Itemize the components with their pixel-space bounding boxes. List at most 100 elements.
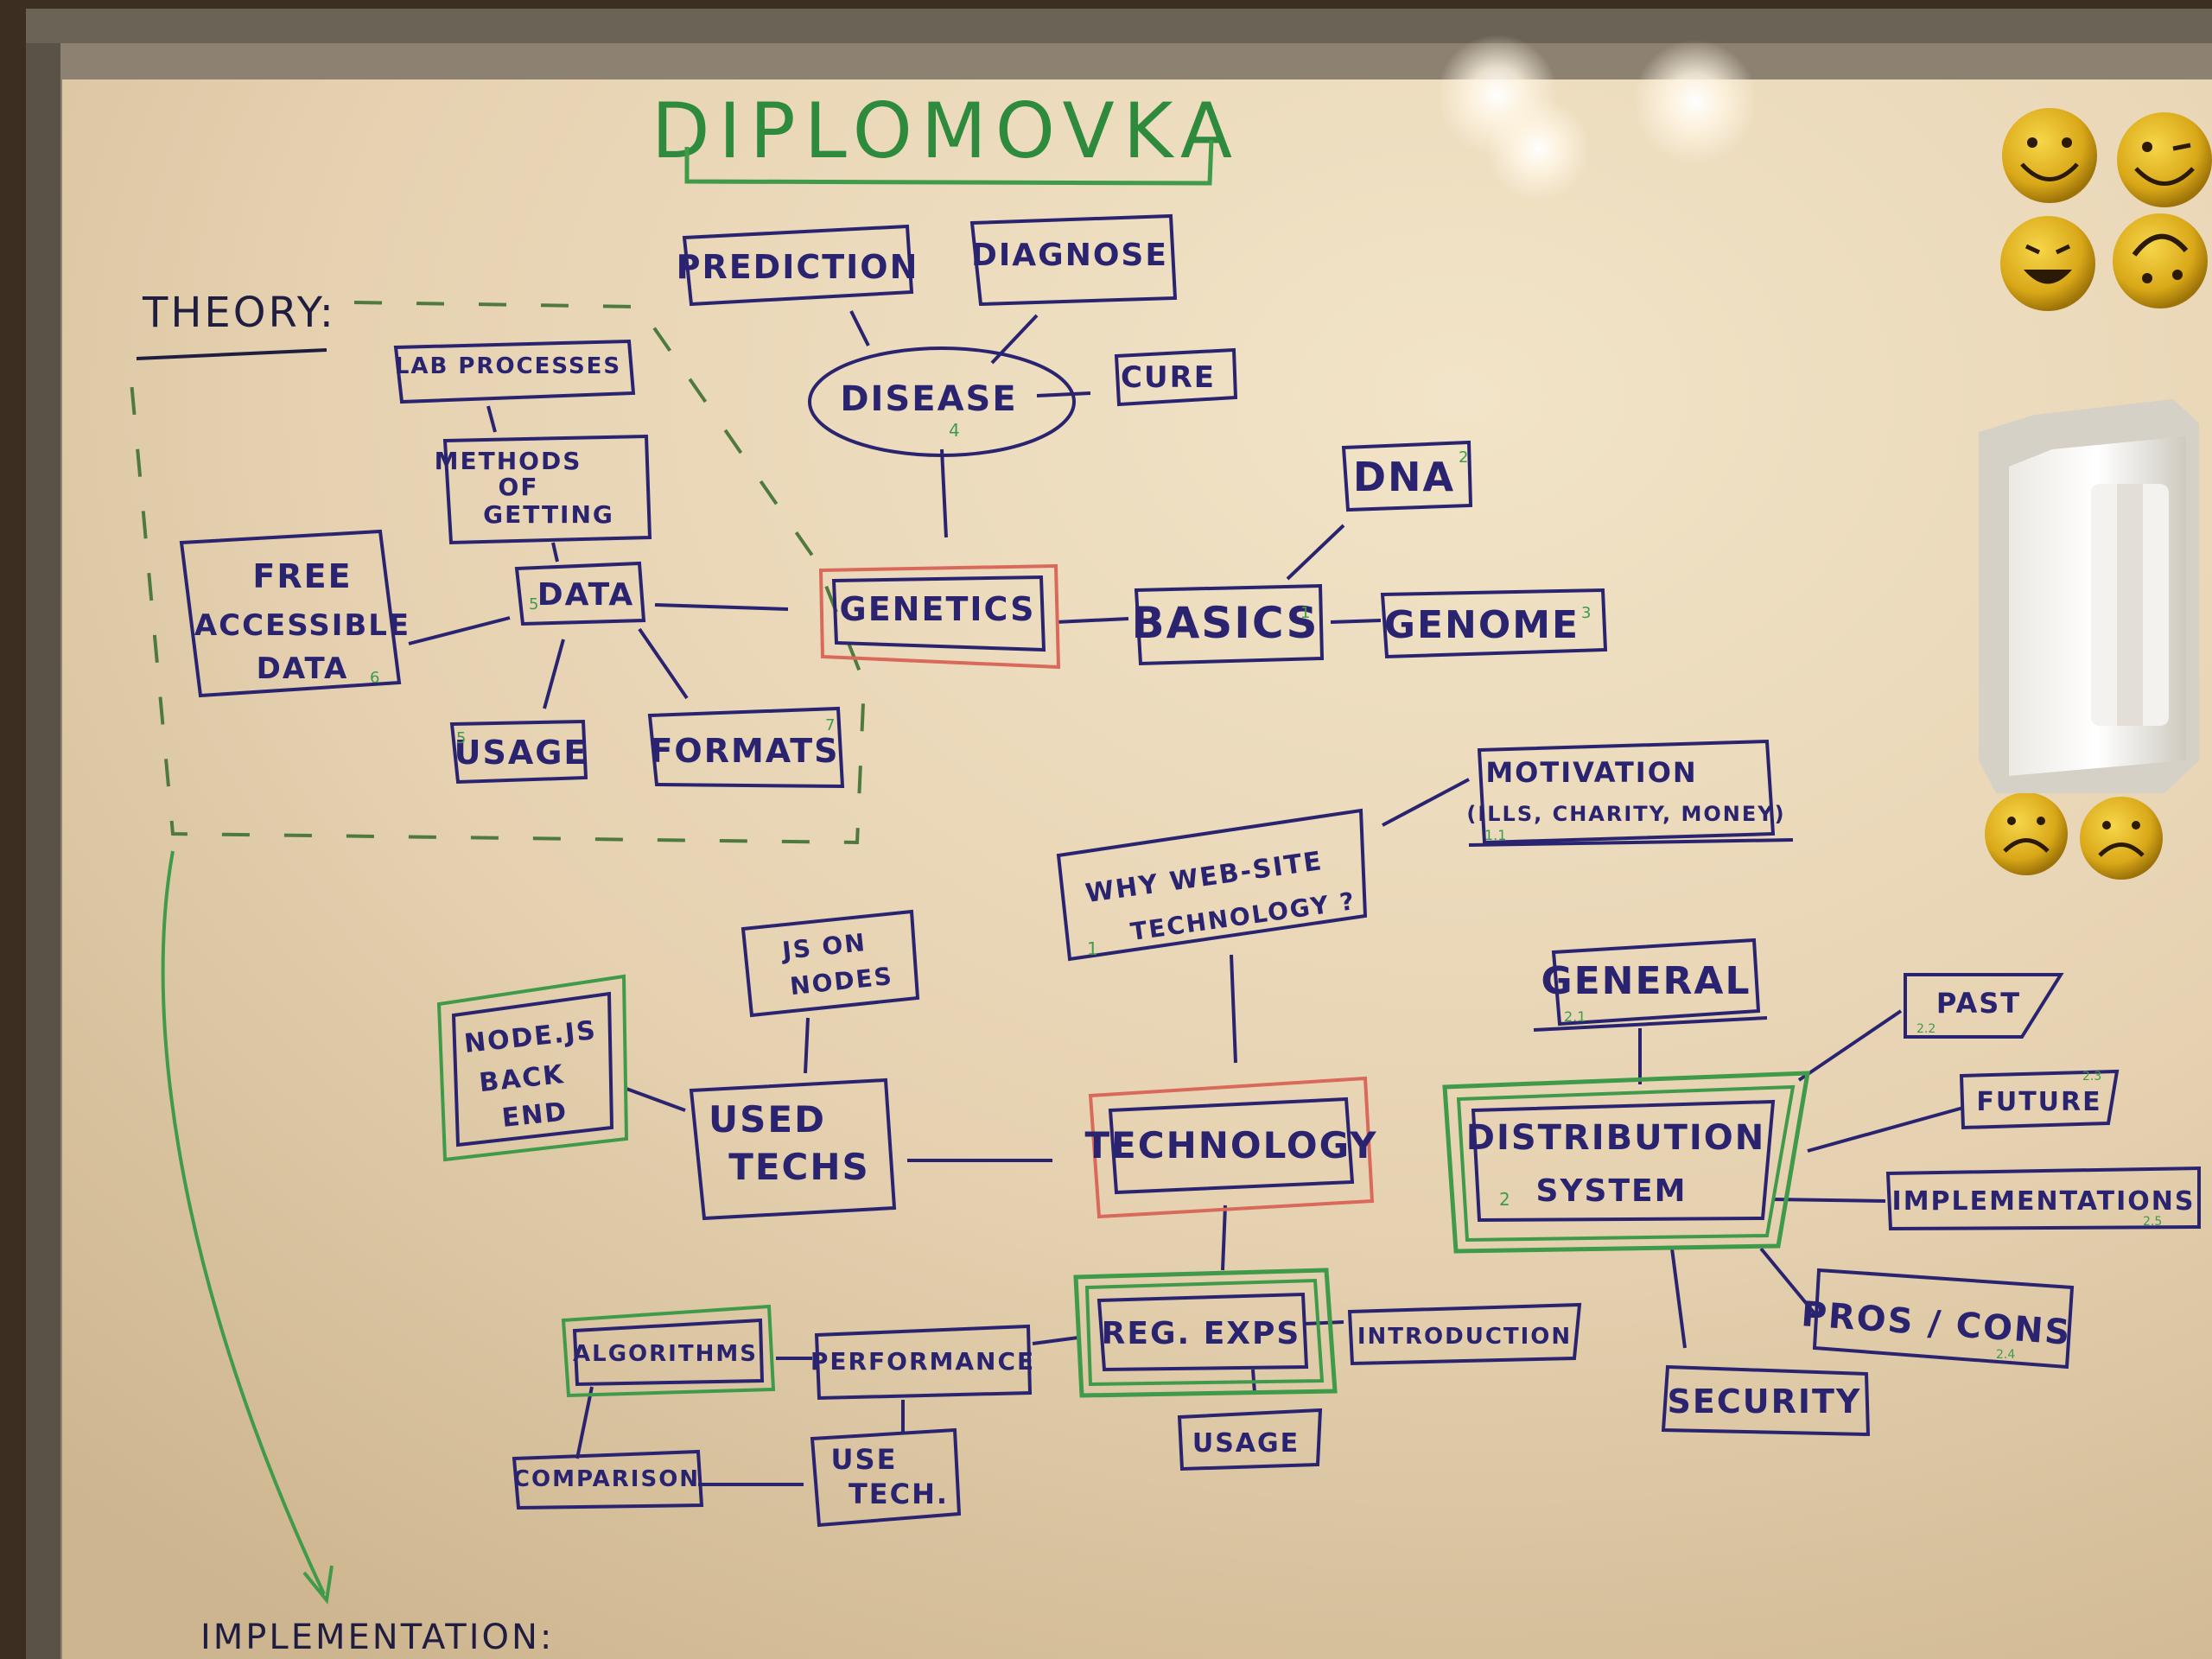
svg-text:GENETICS: GENETICS bbox=[840, 590, 1036, 628]
node-use-tech: USE TECH. bbox=[810, 1427, 962, 1528]
node-disease: DISEASE 4 bbox=[808, 346, 1076, 457]
node-introduction: INTRODUCTION bbox=[1347, 1302, 1582, 1366]
svg-text:GETTING: GETTING bbox=[483, 500, 614, 529]
svg-text:FORMATS: FORMATS bbox=[650, 732, 839, 770]
upside-smiley-magnet-icon bbox=[2113, 213, 2208, 308]
svg-text:4: 4 bbox=[949, 420, 960, 441]
svg-text:END: END bbox=[500, 1096, 569, 1134]
svg-text:5: 5 bbox=[456, 729, 466, 747]
svg-text:ALGORITHMS: ALGORITHMS bbox=[573, 1341, 758, 1367]
svg-text:5: 5 bbox=[529, 595, 538, 613]
node-performance: PERFORMANCE bbox=[810, 1324, 1035, 1401]
svg-text:2.5: 2.5 bbox=[2143, 1215, 2162, 1229]
svg-text:GENOME: GENOME bbox=[1384, 603, 1580, 647]
sad-magnet-icon bbox=[1985, 792, 2068, 875]
node-motivation: MOTIVATION (ILLS, CHARITY, MONEY) 1.1 bbox=[1466, 739, 1794, 847]
node-dna: DNA 2 bbox=[1341, 440, 1473, 512]
svg-text:1: 1 bbox=[1300, 604, 1310, 622]
svg-text:COMPARISON: COMPARISON bbox=[513, 1466, 700, 1492]
svg-text:2: 2 bbox=[1459, 448, 1468, 467]
svg-text:1.1: 1.1 bbox=[1484, 827, 1506, 843]
node-free-accessible-data: FREE ACCESSIBLE DATA 6 bbox=[179, 529, 410, 698]
svg-text:IMPLEMENTATIONS: IMPLEMENTATIONS bbox=[1892, 1186, 2196, 1217]
node-usage-data: USAGE 5 bbox=[449, 719, 588, 785]
svg-text:REG. EXPS: REG. EXPS bbox=[1102, 1316, 1301, 1351]
svg-text:PAST: PAST bbox=[1936, 987, 2021, 1020]
svg-text:FUTURE: FUTURE bbox=[1976, 1087, 2101, 1117]
node-security: SECURITY bbox=[1661, 1364, 1871, 1437]
node-genome: GENOME 3 bbox=[1380, 588, 1608, 659]
svg-text:CURE: CURE bbox=[1121, 360, 1216, 395]
node-formats: FORMATS 7 bbox=[647, 706, 845, 789]
node-diagnose: DIAGNOSE bbox=[969, 213, 1178, 307]
light-glare bbox=[1437, 35, 1758, 200]
svg-text:OF: OF bbox=[499, 473, 539, 501]
svg-text:BASICS: BASICS bbox=[1131, 598, 1319, 648]
node-comparison: COMPARISON bbox=[512, 1449, 704, 1510]
svg-text:USED: USED bbox=[709, 1098, 826, 1141]
smiley-magnets bbox=[1985, 108, 2212, 880]
svg-text:USAGE: USAGE bbox=[454, 734, 588, 772]
node-distribution-system: DISTRIBUTION SYSTEM 2 bbox=[1442, 1071, 1810, 1254]
svg-text:TECHNOLOGY: TECHNOLOGY bbox=[1084, 1124, 1377, 1166]
node-general: GENERAL 2.1 bbox=[1533, 938, 1768, 1032]
svg-text:6: 6 bbox=[370, 669, 379, 687]
winking-magnet-icon bbox=[2117, 112, 2212, 207]
svg-text:(ILLS, CHARITY, MONEY): (ILLS, CHARITY, MONEY) bbox=[1466, 802, 1785, 826]
svg-text:ACCESSIBLE: ACCESSIBLE bbox=[194, 608, 410, 643]
svg-text:GENERAL: GENERAL bbox=[1541, 959, 1751, 1003]
svg-text:7: 7 bbox=[825, 716, 835, 734]
svg-text:USAGE: USAGE bbox=[1192, 1428, 1300, 1459]
svg-text:USE: USE bbox=[831, 1443, 898, 1476]
svg-text:DISEASE: DISEASE bbox=[840, 379, 1017, 419]
svg-text:FREE: FREE bbox=[252, 557, 352, 595]
svg-text:INTRODUCTION: INTRODUCTION bbox=[1357, 1324, 1572, 1350]
frowning-magnet-icon bbox=[2080, 797, 2163, 880]
node-implementations: IMPLEMENTATIONS 2.5 bbox=[1885, 1166, 2201, 1231]
svg-text:TECH.: TECH. bbox=[849, 1478, 949, 1510]
node-past: PAST 2.2 bbox=[1904, 973, 2064, 1039]
marker-holder-icon bbox=[1979, 399, 2199, 793]
node-methods-of-getting: METHODS OF GETTING bbox=[435, 434, 652, 545]
svg-text:LAB PROCESSES: LAB PROCESSES bbox=[395, 353, 621, 379]
node-basics: BASICS 1 bbox=[1131, 583, 1325, 666]
implementation-label: IMPLEMENTATION: bbox=[200, 1618, 554, 1657]
connector-lines bbox=[408, 310, 1964, 1486]
svg-text:PREDICTION: PREDICTION bbox=[677, 248, 919, 286]
svg-text:2.2: 2.2 bbox=[1916, 1022, 1936, 1036]
svg-text:1: 1 bbox=[1087, 938, 1098, 959]
board-title: DIPLOMOVKA bbox=[652, 86, 1241, 175]
node-data: DATA 5 bbox=[514, 561, 646, 626]
svg-text:3: 3 bbox=[1581, 604, 1591, 622]
svg-text:DNA: DNA bbox=[1353, 454, 1455, 500]
node-prediction: PREDICTION bbox=[677, 224, 919, 307]
theory-label: THEORY: bbox=[142, 289, 336, 337]
svg-text:SYSTEM: SYSTEM bbox=[1536, 1173, 1688, 1209]
svg-text:DATA: DATA bbox=[257, 652, 349, 686]
svg-text:DISTRIBUTION: DISTRIBUTION bbox=[1466, 1118, 1765, 1158]
svg-text:PERFORMANCE: PERFORMANCE bbox=[810, 1347, 1035, 1376]
whiteboard-surface bbox=[62, 79, 2212, 1659]
theory-region bbox=[128, 301, 867, 845]
node-usage-reg-exps: USAGE bbox=[1177, 1408, 1323, 1471]
node-reg-exps: REG. EXPS bbox=[1073, 1268, 1338, 1398]
svg-text:2.1: 2.1 bbox=[1564, 1008, 1586, 1025]
node-lab-processes: LAB PROCESSES bbox=[393, 339, 636, 404]
node-used-techs: USED TECHS bbox=[689, 1077, 897, 1221]
node-future: FUTURE 2.3 bbox=[1959, 1069, 2120, 1130]
node-technology: TECHNOLOGY bbox=[1084, 1076, 1377, 1219]
node-cure: CURE bbox=[1114, 347, 1238, 407]
svg-text:TECHS: TECHS bbox=[728, 1146, 870, 1188]
svg-text:2.4: 2.4 bbox=[1996, 1348, 2015, 1362]
svg-text:DIAGNOSE: DIAGNOSE bbox=[971, 238, 1168, 273]
svg-text:DATA: DATA bbox=[537, 577, 635, 613]
node-genetics: GENETICS bbox=[818, 563, 1061, 670]
svg-text:2: 2 bbox=[1499, 1189, 1510, 1210]
laughing-magnet-icon bbox=[2000, 216, 2095, 311]
svg-text:MOTIVATION: MOTIVATION bbox=[1485, 756, 1697, 789]
svg-text:METHODS: METHODS bbox=[435, 447, 582, 475]
node-algorithms: ALGORITHMS bbox=[561, 1304, 776, 1398]
svg-text:2.3: 2.3 bbox=[2082, 1070, 2101, 1084]
svg-text:SECURITY: SECURITY bbox=[1668, 1382, 1862, 1421]
